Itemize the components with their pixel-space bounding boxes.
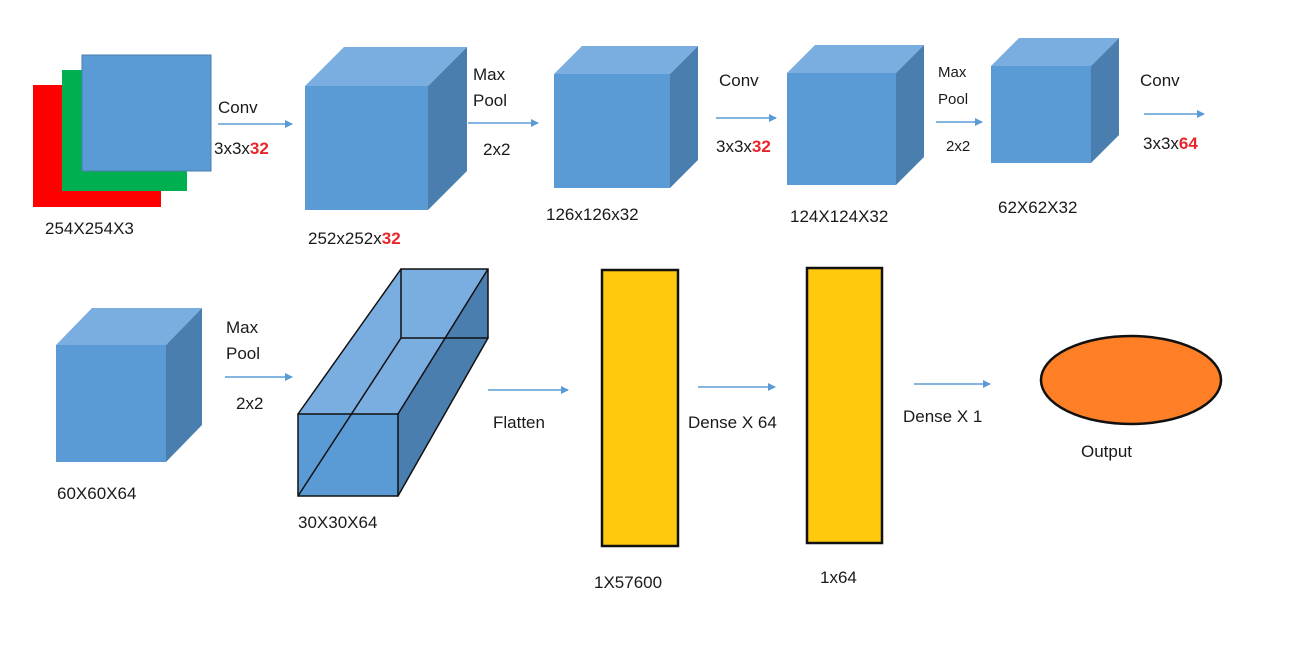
pool1-size: 2x2: [483, 140, 510, 159]
feat1-size-label: 252x252x32: [308, 229, 401, 248]
output-node: [1039, 334, 1223, 426]
conv3-kernel: 3x3x64: [1143, 134, 1198, 153]
conv1-label: Conv: [218, 98, 258, 117]
cube-side: [166, 308, 202, 462]
conv2-kernel: 3x3x32: [716, 137, 771, 156]
feat6-size-label: 30X30X64: [298, 513, 377, 532]
cube-top: [787, 45, 924, 73]
blue-channel: [81, 54, 212, 172]
pool2-size: 2x2: [946, 138, 970, 155]
input-size-label: 254X254X3: [45, 219, 134, 238]
output-label: Output: [1081, 442, 1132, 461]
cube-top: [56, 308, 202, 345]
pool3-label-line2: Pool: [226, 344, 260, 363]
feat2-size-label: 126x126x32: [546, 205, 639, 224]
pool2-label-line2: Pool: [938, 91, 968, 108]
cube-front: [305, 86, 428, 210]
cube-side: [670, 46, 698, 188]
dense1-label: Dense X 64: [688, 413, 777, 432]
flatten-label: Flatten: [493, 413, 545, 432]
dense-layer-64: [805, 266, 884, 545]
cube-top: [305, 47, 467, 86]
flat-size-label: 1X57600: [594, 573, 662, 592]
cube-side: [896, 45, 924, 185]
pool3-label-line1: Max: [226, 318, 259, 337]
conv1-kernel: 3x3x32: [214, 139, 269, 158]
feat3-size-label: 124X124X32: [790, 207, 888, 226]
cube-top: [554, 46, 698, 74]
conv3-label: Conv: [1140, 71, 1180, 90]
pool1-label-line1: Max: [473, 65, 506, 84]
conv2-label: Conv: [719, 71, 759, 90]
dense1-size-label: 1x64: [820, 568, 857, 587]
feat4-size-label: 62X62X32: [998, 198, 1077, 217]
cube-top: [991, 38, 1119, 66]
cube-side: [428, 47, 467, 210]
box-side: [398, 269, 488, 496]
box-front: [298, 414, 398, 496]
pool3-size: 2x2: [236, 394, 263, 413]
feature-cube-124: [787, 45, 924, 185]
feature-cube-126: [554, 46, 698, 188]
pool1-label-line2: Pool: [473, 91, 507, 110]
cube-front: [787, 73, 896, 185]
feature-cube-62: [991, 38, 1119, 163]
dense2-label: Dense X 1: [903, 407, 982, 426]
feature-cube-252: [305, 47, 467, 210]
feature-cube-60: [56, 308, 202, 462]
cube-front: [56, 345, 166, 462]
cube-front: [991, 66, 1091, 163]
box-top: [298, 269, 488, 414]
input-image-channels: [33, 54, 212, 207]
feat5-size-label: 60X60X64: [57, 484, 136, 503]
feature-box-30: [297, 268, 489, 497]
flattened-vector: [600, 268, 680, 548]
cube-side: [1091, 38, 1119, 163]
pool2-label-line1: Max: [938, 64, 967, 81]
cube-front: [554, 74, 670, 188]
